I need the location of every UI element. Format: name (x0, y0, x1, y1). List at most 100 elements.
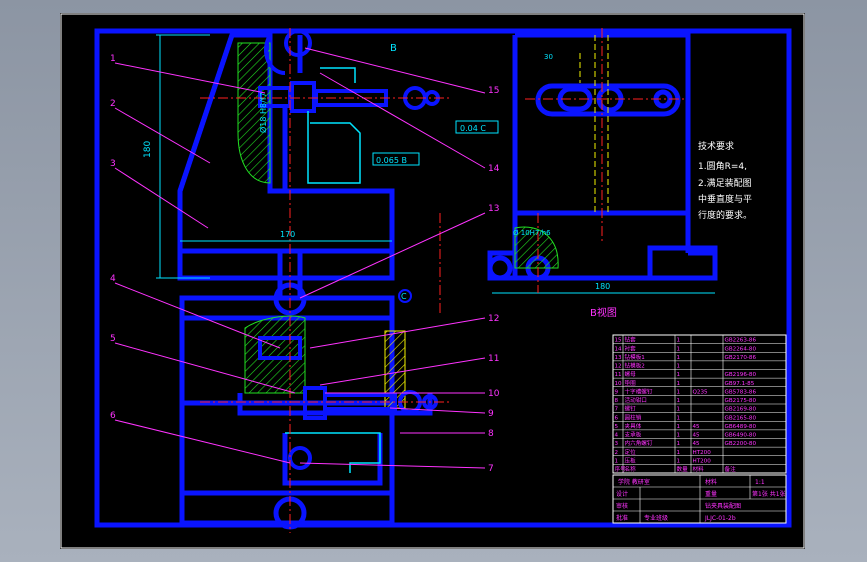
bom-cell: GB97.1-85 (725, 381, 755, 387)
drawing-canvas: 180 170 180 Ø18 H8/f7 0.04 C 0.065 B C B… (60, 13, 805, 549)
bom-cell: 垫圈 (625, 379, 637, 387)
bom-cell: 内六角螺钉 (625, 439, 653, 447)
callout-14: 14 (488, 164, 500, 174)
tb-sheet: 第1张 共1张 (752, 490, 786, 498)
cad-viewport[interactable]: 180 170 180 Ø18 H8/f7 0.04 C 0.065 B C B… (60, 13, 805, 549)
tb-approve: 批准 (616, 514, 628, 522)
callout-1: 1 (110, 54, 116, 64)
bom-cell: 1 (677, 415, 681, 421)
bom-cell: 9 (615, 389, 619, 395)
b-view-center (525, 28, 685, 293)
drawing-frame (94, 28, 792, 528)
callout-numbers: 1 2 3 4 5 6 7 8 9 10 11 12 13 14 15 (110, 54, 500, 474)
bom-cell: 备注 (725, 465, 737, 473)
bom-cell: 45 (693, 424, 701, 430)
tb-design: 设计 (616, 490, 628, 498)
cyan-profile (285, 67, 381, 473)
bom-cell: 钻模板2 (625, 362, 645, 370)
bom-cell: 7 (615, 407, 619, 413)
bom-cell: GB2175-80 (725, 398, 757, 404)
bom-cell: 1 (677, 398, 681, 404)
callout-4: 4 (110, 274, 116, 284)
svg-text:0.065 B: 0.065 B (376, 156, 407, 165)
bom-cell: 材料 (693, 465, 705, 473)
callout-11: 11 (488, 354, 499, 364)
bom-cell: GB2165-80 (725, 415, 757, 421)
callout-6: 6 (110, 411, 116, 421)
bom-cell: GB2196-80 (725, 372, 757, 378)
bom-cell: GB2263-86 (725, 338, 757, 344)
bom-cell: GB2200-80 (725, 441, 757, 447)
bom-cell: GB5783-86 (725, 389, 757, 395)
hatched-jaw (384, 330, 406, 409)
callout-10: 10 (488, 389, 500, 399)
bom-cell: 活动钳口 (625, 396, 647, 404)
bom-cell: 衬套 (625, 344, 637, 352)
bom-cell: 1 (677, 372, 681, 378)
svg-text:1.圆角R=4,: 1.圆角R=4, (698, 160, 747, 172)
tolerance-frame-1: 0.04 C (455, 120, 499, 134)
bom-cell: 4 (615, 433, 619, 439)
dim-width-view: 180 (595, 282, 610, 291)
bom-cell: 压板 (625, 456, 637, 464)
bom-cell: 1 (677, 355, 681, 361)
bom-cell: 钻套 (625, 336, 637, 344)
bom-cell: 1 (677, 364, 681, 370)
bom-cell: 1 (677, 424, 681, 430)
bom-cell: 10 (615, 381, 623, 387)
title-block: 学院 教研室 材料 1:1 设计 重量 第1张 共1张 审核 钻夹具装配图 批准… (612, 474, 787, 524)
bom-cell: GB6489-80 (725, 424, 757, 430)
svg-text:行度的要求。: 行度的要求。 (698, 209, 752, 221)
tb-school: 专业班级 (644, 514, 668, 522)
callout-7: 7 (488, 464, 494, 474)
tb-scale: 1:1 (755, 479, 765, 486)
screw-assembly-upper (258, 29, 440, 113)
bom-cell: 2 (615, 450, 619, 456)
bom-cell: Q235 (693, 389, 709, 395)
callout-12: 12 (488, 314, 499, 324)
dim-top-v: 30 (544, 53, 553, 61)
bom-cell: 圆柱销 (625, 413, 642, 421)
b-view-hatch (514, 226, 559, 269)
tb-code: JLJC-01-2b (704, 515, 736, 522)
tolerance-frame-2: 0.065 B (372, 152, 420, 166)
datum-c: C (398, 289, 412, 303)
bom-cell: HT200 (693, 450, 712, 456)
hatched-section-upper (237, 42, 271, 184)
bom-cell: 3 (615, 441, 619, 447)
bom-cell: 12 (615, 364, 622, 370)
svg-text:技术要求: 技术要求 (698, 140, 734, 152)
bom-cell: 1 (677, 338, 681, 344)
bom-cell: 14 (615, 346, 623, 352)
bom-cell: 45 (693, 433, 701, 439)
bom-cell: 支承板 (625, 431, 642, 439)
outer-border (60, 13, 805, 549)
bom-cell: 1 (677, 450, 681, 456)
callout-9: 9 (488, 409, 494, 419)
bom-cell: 1 (677, 433, 681, 439)
dim-width-main: 170 (280, 230, 295, 239)
dim-side: Ø18 H8/f7 (258, 92, 268, 133)
bom-cell: 1 (677, 407, 681, 413)
bom-cell: 1 (677, 381, 681, 387)
b-view-label: B视图 (590, 306, 617, 319)
bom-cell: 1 (677, 346, 681, 352)
bom-cell: GB6490-80 (725, 433, 757, 439)
tb-material: 材料 (705, 478, 717, 486)
bom-cell: HT200 (693, 458, 712, 464)
bom-cell: 15 (615, 338, 623, 344)
bom-cell: 定位 (625, 448, 637, 456)
bom-cell: GB2169-80 (725, 407, 757, 413)
bom-cell: 6 (615, 415, 619, 421)
section-mark-b: B (390, 43, 397, 54)
svg-text:C: C (401, 292, 407, 301)
callout-5: 5 (110, 334, 116, 344)
bom-cell: 1 (615, 458, 619, 464)
bom-cell: 1 (677, 458, 681, 464)
bom-cell: 名称 (625, 465, 637, 473)
technical-notes: 技术要求 1.圆角R=4, 2.满足装配图 中垂直度与平 行度的要求。 (698, 140, 752, 221)
bom-cell: GB2170-86 (725, 355, 757, 361)
callout-8: 8 (488, 429, 494, 439)
b-view-hidden (579, 35, 609, 213)
